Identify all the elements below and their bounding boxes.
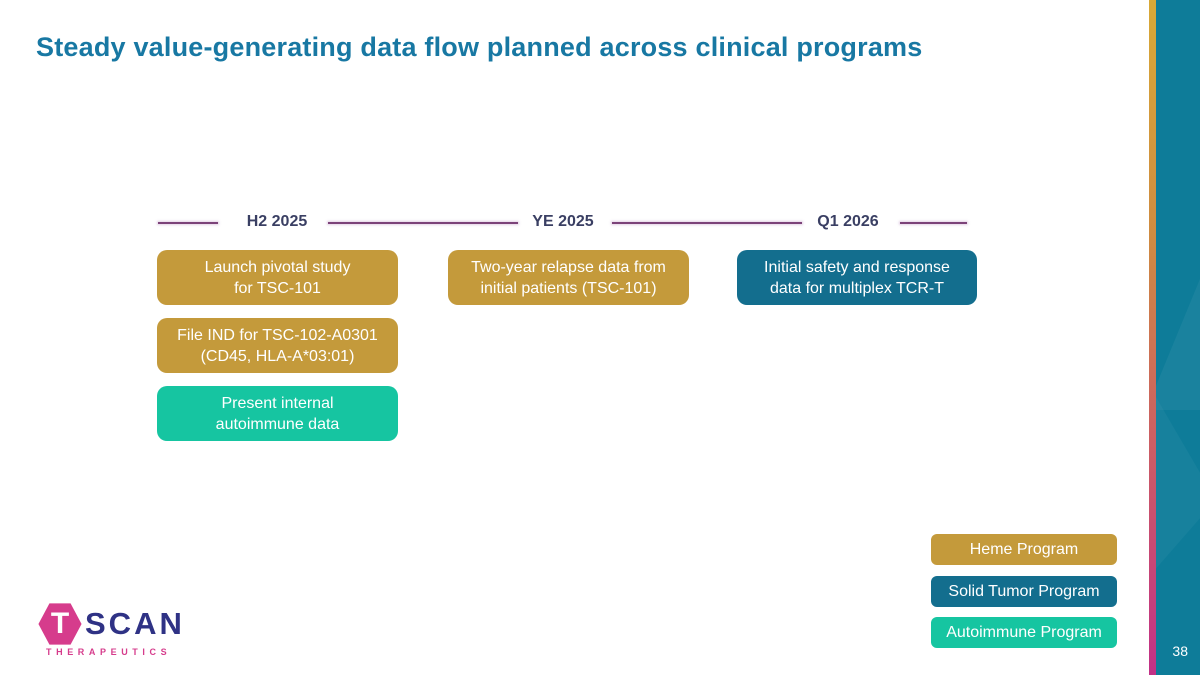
milestone-label-q1-2026: Q1 2026 xyxy=(817,213,879,230)
tscan-logo: T SCAN THERAPEUTICS xyxy=(38,602,182,662)
milestone-box: Launch pivotal study for TSC-101 xyxy=(157,250,398,305)
timeline-line-segment xyxy=(900,222,967,224)
logo-name: SCAN xyxy=(85,606,185,641)
milestone-box: Two-year relapse data from initial patie… xyxy=(448,250,689,305)
legend-item-heme: Heme Program xyxy=(931,534,1117,565)
timeline-line-segment xyxy=(158,222,218,224)
tscan-hexagon-icon: T xyxy=(38,603,82,645)
milestone-box: Present internal autoimmune data xyxy=(157,386,398,441)
timeline-line-segment xyxy=(328,222,518,224)
milestone-label-h2-2025: H2 2025 xyxy=(246,213,308,230)
logo-hex-letter: T xyxy=(50,607,70,640)
timeline-line-segment xyxy=(612,222,802,224)
slide-title: Steady value-generating data flow planne… xyxy=(36,32,923,62)
milestone-label-ye-2025: YE 2025 xyxy=(532,213,594,230)
edge-teal-bar: 38 xyxy=(1156,0,1200,675)
edge-gradient-stripe xyxy=(1149,0,1156,675)
legend-item-solid-tumor: Solid Tumor Program xyxy=(931,576,1117,607)
legend-item-autoimmune: Autoimmune Program xyxy=(931,617,1117,648)
milestone-box: Initial safety and response data for mul… xyxy=(737,250,977,305)
logo-subtitle: THERAPEUTICS xyxy=(46,647,172,657)
page-number: 38 xyxy=(1172,643,1188,659)
edge-bar-pattern xyxy=(1156,380,1200,580)
edge-bar-pattern xyxy=(1156,240,1200,410)
milestone-box: File IND for TSC-102-A0301 (CD45, HLA-A*… xyxy=(157,318,398,373)
